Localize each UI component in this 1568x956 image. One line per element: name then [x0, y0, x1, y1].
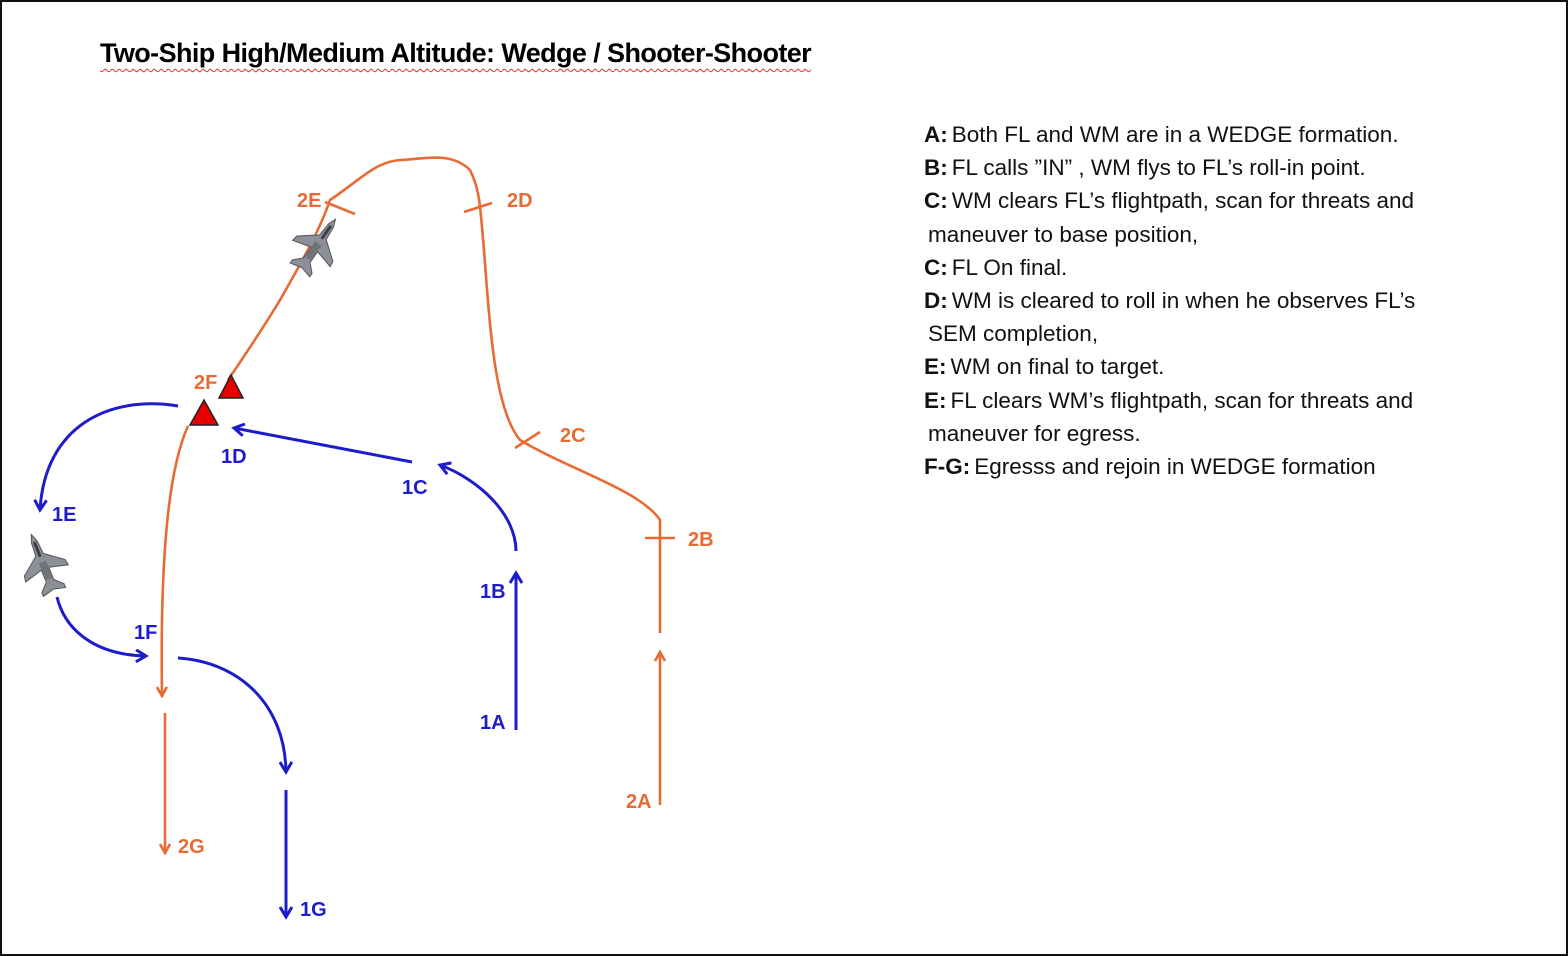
- label-2e: 2E: [297, 190, 321, 212]
- tick-2e: [324, 200, 356, 216]
- tick-2c: [514, 430, 541, 450]
- note-line: C:FL On final.: [924, 254, 1068, 280]
- label-1a: 1A: [480, 712, 506, 734]
- target-triangle-icon: [217, 373, 245, 399]
- flight-1-path: [40, 402, 518, 917]
- note-line: maneuver for egress.: [928, 420, 1141, 446]
- diagram-title: Two-Ship High/Medium Altitude: Wedge / S…: [100, 38, 812, 68]
- note-line: B:FL calls ”IN” , WM flys to FL’s roll-i…: [924, 155, 1366, 181]
- label-1c: 1C: [402, 477, 428, 499]
- label-1d: 1D: [221, 446, 247, 468]
- path-1c-1d-arrow: [234, 428, 413, 464]
- label-2b: 2B: [688, 529, 714, 551]
- fighter-jet-icon: [280, 205, 355, 284]
- path-1f-1g-arrow: [177, 656, 286, 772]
- note-line: D:WM is cleared to roll in when he obser…: [924, 288, 1416, 314]
- label-1e: 1E: [52, 504, 76, 526]
- target-triangle-icon: [188, 398, 220, 426]
- path-2f-egress-arrow: [162, 425, 190, 696]
- path-1d-1e-arrow: [40, 402, 179, 510]
- note-line: E:WM on final to target.: [924, 354, 1165, 380]
- phase-notes: A:Both FL and WM are in a WEDGE formatio…: [924, 118, 1524, 483]
- fighter-jet-icon: [9, 525, 77, 602]
- label-2g: 2G: [178, 836, 205, 858]
- label-2c: 2C: [560, 425, 586, 447]
- note-line: C:WM clears FL’s flightpath, scan for th…: [924, 188, 1415, 214]
- path-1e-1f-arrow: [55, 596, 146, 656]
- label-1g: 1G: [300, 899, 327, 921]
- target-markers: [188, 373, 245, 426]
- note-line: SEM completion,: [928, 321, 1099, 347]
- label-2a: 2A: [626, 791, 652, 813]
- label-1b: 1B: [480, 581, 506, 603]
- note-line: maneuver to base position,: [928, 221, 1199, 247]
- path-2b-2f-curve: [226, 156, 662, 633]
- note-line: A:Both FL and WM are in a WEDGE formatio…: [924, 122, 1399, 147]
- label-2d: 2D: [507, 190, 533, 212]
- note-line: E:FL clears WM’s flightpath, scan for th…: [924, 387, 1414, 413]
- note-line: F-G:Egresss and rejoin in WEDGE formatio…: [924, 454, 1376, 480]
- label-1f: 1F: [134, 622, 157, 644]
- path-1b-1c-arrow: [440, 465, 518, 552]
- flight-2-path: [162, 156, 675, 854]
- tick-2d: [463, 201, 493, 214]
- label-2f: 2F: [194, 372, 217, 394]
